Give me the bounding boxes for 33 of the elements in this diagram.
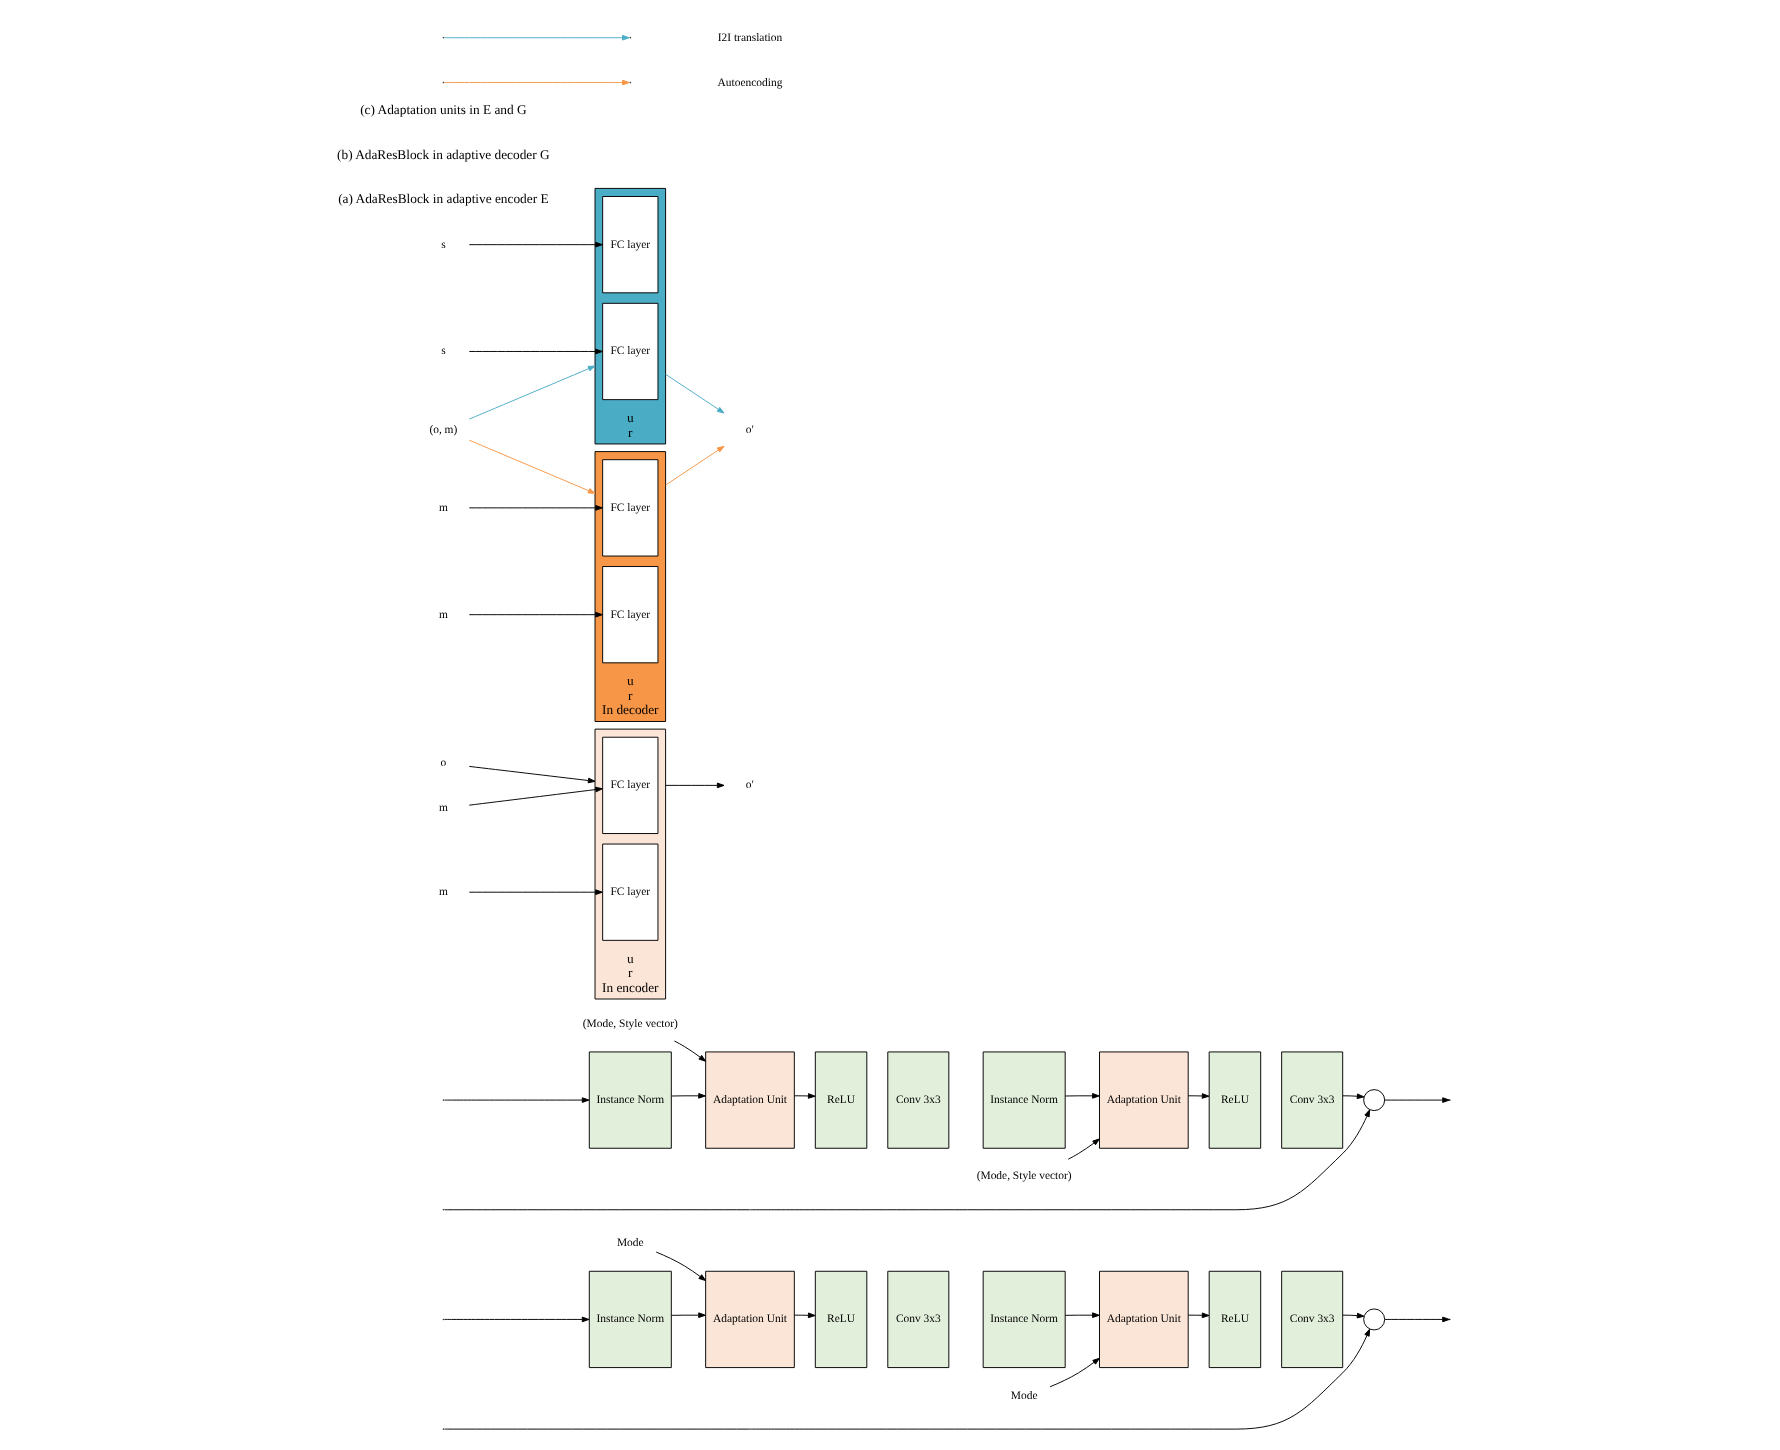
arrow: [467, 348, 602, 355]
arrow: [467, 365, 595, 420]
arrow: [467, 765, 595, 784]
node-circle: [1362, 1089, 1385, 1112]
arrow: [1063, 1093, 1099, 1099]
arrow: [664, 782, 724, 789]
arrow: [443, 1097, 589, 1103]
arrow: [467, 505, 602, 511]
node-circle: [1362, 1308, 1385, 1331]
arrow: [1383, 1097, 1449, 1103]
arrow: [1341, 1093, 1364, 1100]
arrow: [443, 1316, 589, 1323]
arrow: [670, 1312, 705, 1318]
arrow: [664, 373, 724, 414]
arrow: [1186, 1312, 1209, 1319]
arrow: [672, 1040, 706, 1062]
arrow: [793, 1312, 815, 1319]
arrow: [793, 1093, 815, 1099]
arrow: [467, 439, 595, 494]
arrow: [443, 1109, 1370, 1211]
arrow: [467, 611, 602, 618]
arrow: [1066, 1138, 1099, 1160]
arrow: [1186, 1093, 1209, 1099]
arrow: [1341, 1312, 1364, 1319]
arrow: [467, 786, 602, 806]
arrow: [467, 241, 602, 248]
arrow: [1048, 1357, 1099, 1388]
arrow: [670, 1093, 705, 1099]
arrow: [664, 445, 724, 486]
arrow: [467, 889, 602, 895]
arrow: [654, 1251, 706, 1282]
arrow: [1063, 1312, 1099, 1318]
arrow: [443, 1328, 1370, 1430]
